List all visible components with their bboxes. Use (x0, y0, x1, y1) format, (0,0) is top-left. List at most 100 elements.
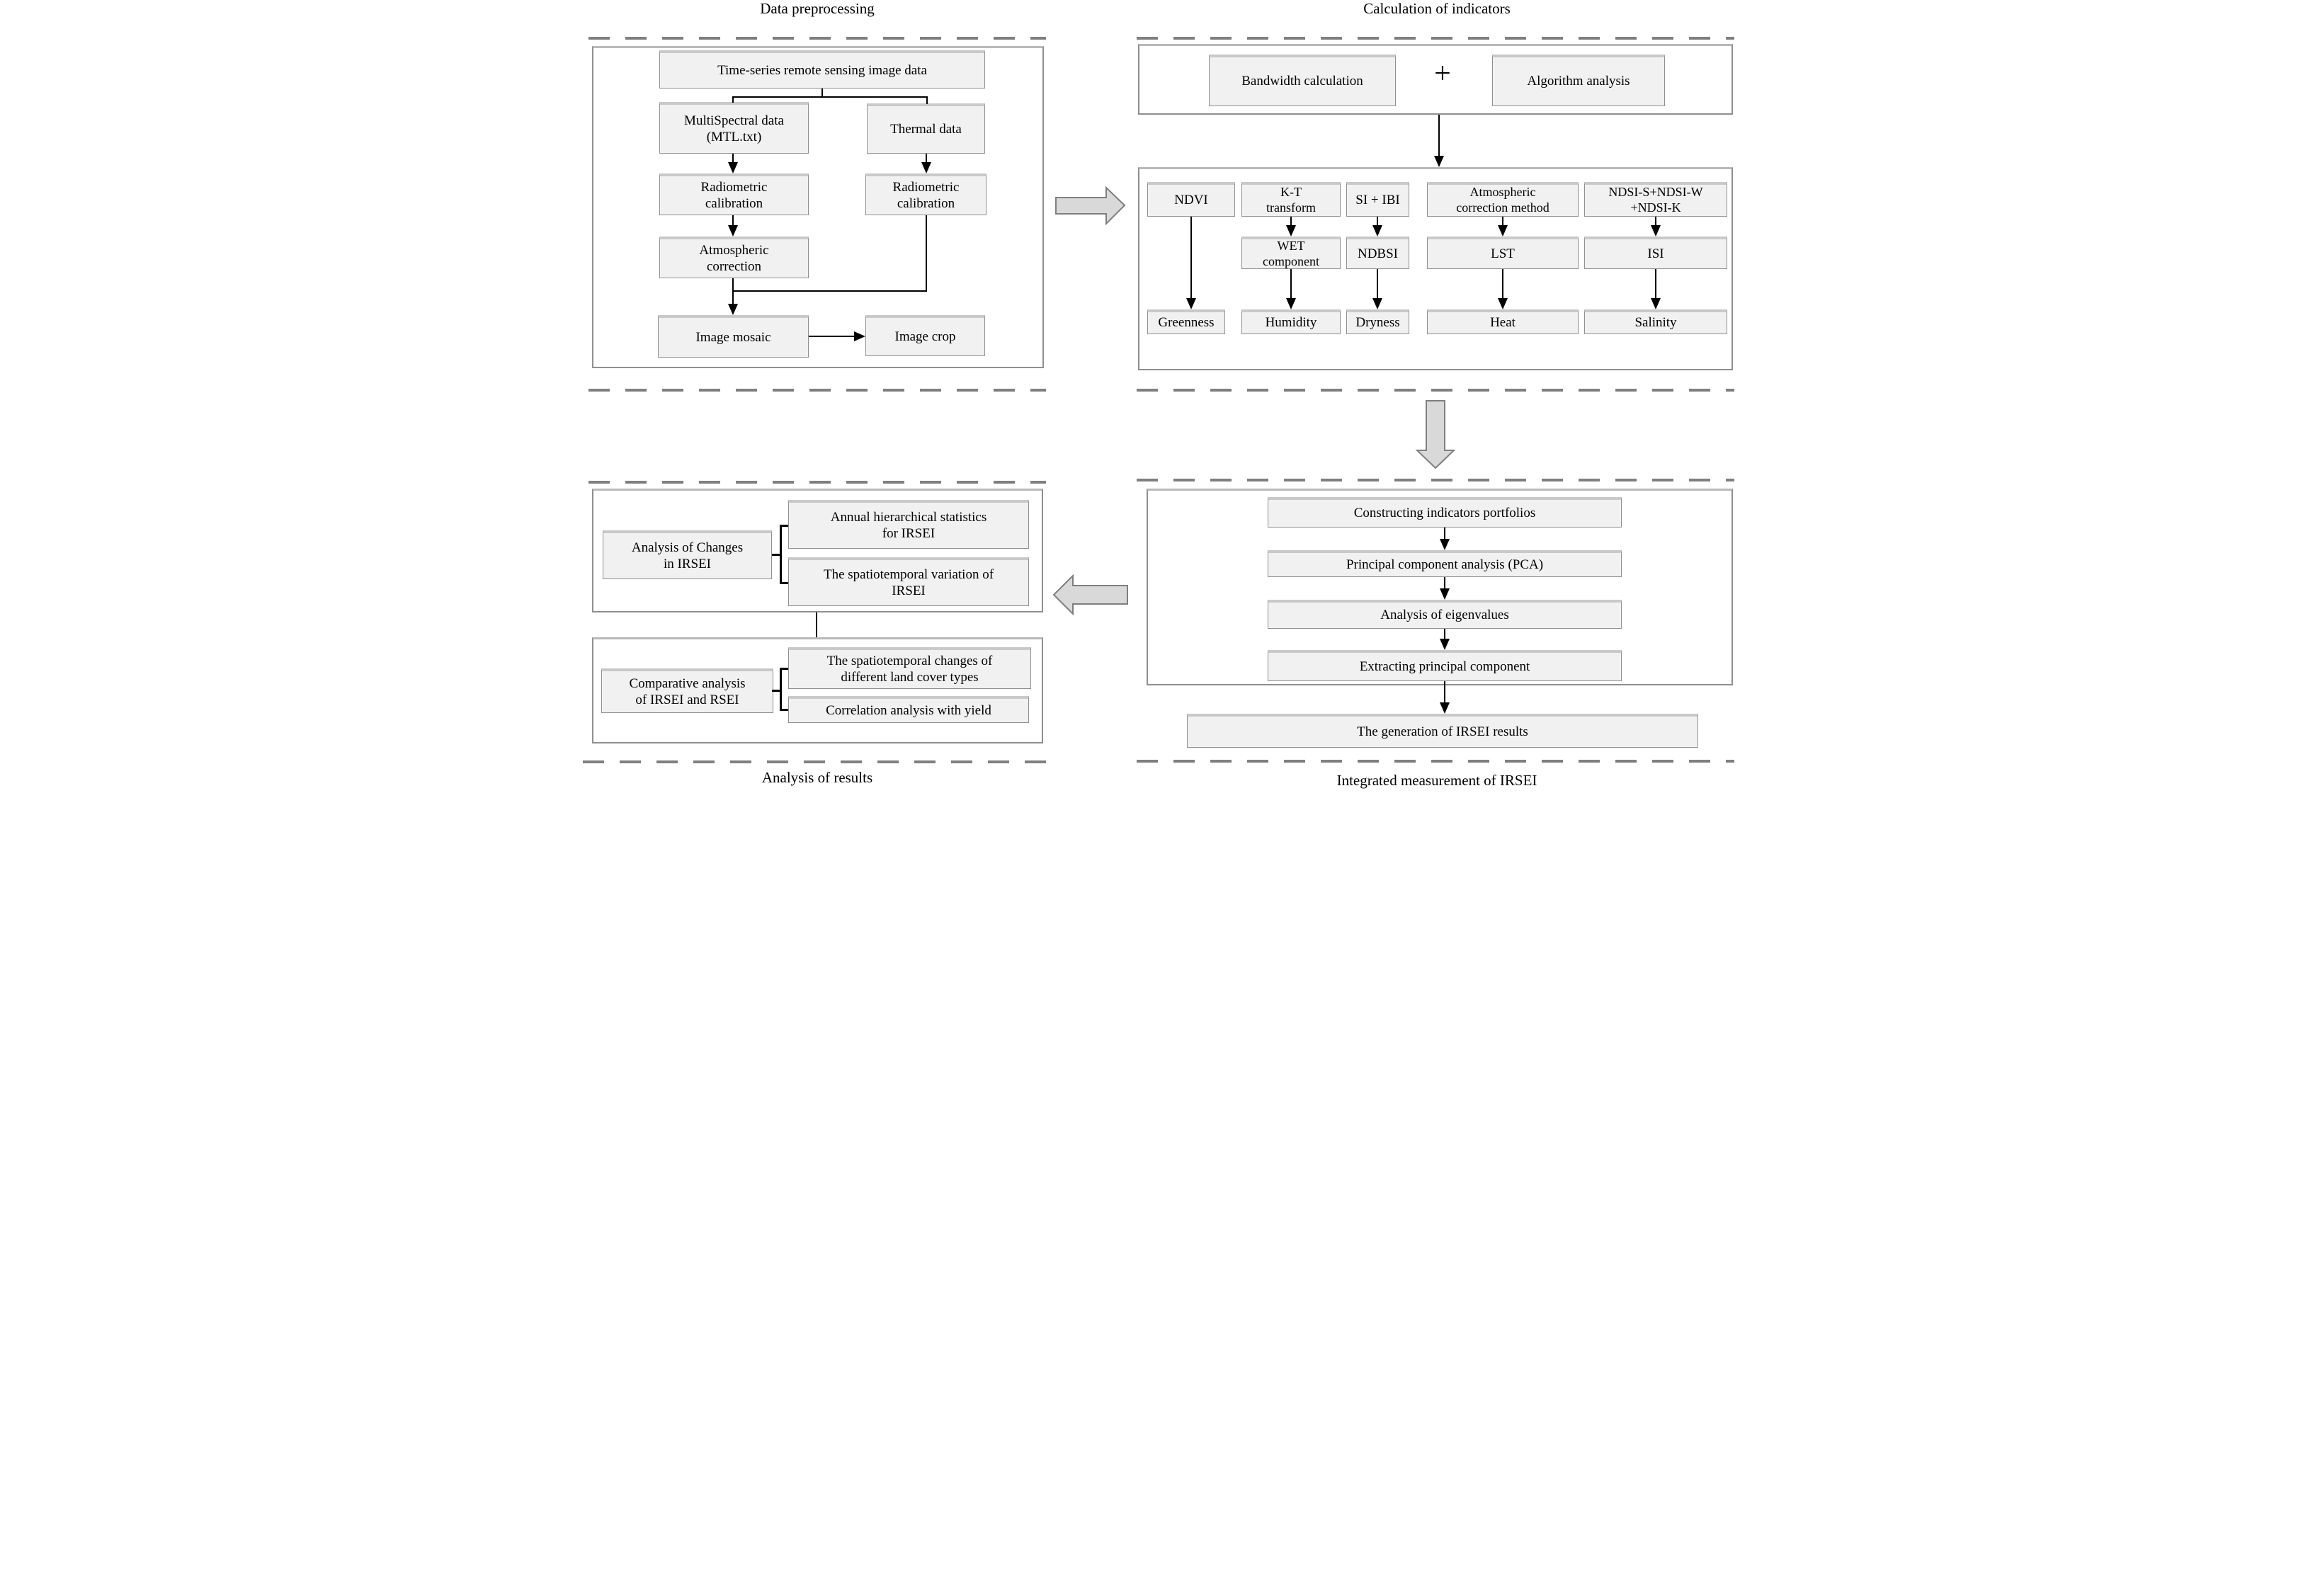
section-title-calculation-of-indicators: Calculation of indicators (1363, 0, 1511, 17)
section-title-data-preprocessing: Data preprocessing (760, 0, 875, 17)
arrowhead-down-icon (921, 162, 931, 173)
dashed-separator-lower-left-upper (588, 481, 1046, 484)
node-salinity: Salinity (1584, 309, 1727, 334)
node-analysis-eigenvalues: Analysis of eigenvalues (1268, 600, 1622, 629)
flow-line (809, 336, 855, 337)
big-arrow-left-icon (1052, 574, 1128, 616)
node-heat: Heat (1427, 309, 1579, 334)
dashed-separator-bottom-left (583, 760, 1047, 763)
big-arrow-right-icon (1055, 186, 1126, 226)
integrated-measurement-container (1147, 489, 1733, 685)
node-pca: Principal component analysis (PCA) (1268, 550, 1622, 577)
node-timeseries-data: Time-series remote sensing image data (659, 50, 985, 89)
bracket-line (780, 709, 788, 711)
node-kt-transform: K-T transform (1241, 182, 1341, 217)
node-comparative-analysis: Comparative analysis of IRSEI and RSEI (601, 668, 773, 713)
arrowhead-down-icon (1498, 298, 1508, 309)
dashed-separator-mid-left (588, 389, 1046, 392)
dashed-separator-mid-right-lower (1137, 479, 1734, 481)
node-dryness: Dryness (1346, 309, 1409, 334)
dashed-separator-top-left (588, 37, 1046, 40)
arrowhead-down-icon (1440, 588, 1450, 600)
dashed-separator-top-right (1137, 37, 1734, 40)
flow-line (1290, 269, 1292, 300)
flow-line (733, 290, 927, 292)
flow-line (732, 154, 734, 164)
flow-line (926, 154, 927, 164)
flow-line (1502, 269, 1503, 300)
arrowhead-down-icon (1498, 225, 1508, 236)
flow-line (1377, 217, 1378, 227)
bandwidth-algorithm-container (1138, 44, 1733, 115)
flow-line (816, 612, 817, 637)
node-image-mosaic: Image mosaic (658, 315, 809, 358)
arrowhead-down-icon (728, 304, 738, 315)
flow-line (1290, 217, 1292, 227)
arrowhead-down-icon (728, 225, 738, 236)
flow-line (1444, 629, 1445, 640)
node-isi: ISI (1584, 236, 1727, 269)
node-ndbsi: NDBSI (1346, 236, 1409, 269)
node-spatiotemporal-changes-landcover: The spatiotemporal changes of different … (788, 647, 1031, 689)
flow-line (1655, 217, 1656, 227)
flow-line (821, 89, 823, 98)
bracket-line (780, 525, 782, 584)
flow-line (732, 96, 928, 98)
arrowhead-down-icon (1286, 298, 1296, 309)
flow-line (1502, 217, 1503, 227)
node-ndvi: NDVI (1147, 182, 1235, 217)
arrowhead-down-icon (1372, 225, 1382, 236)
flow-line (1655, 269, 1656, 300)
node-annual-hierarchical-statistics: Annual hierarchical statistics for IRSEI (788, 500, 1029, 549)
preprocessing-container (592, 46, 1044, 368)
bracket-line (780, 668, 782, 711)
arrowhead-down-icon (1440, 639, 1450, 650)
bracket-line (780, 668, 788, 670)
analysis-changes-container (592, 489, 1043, 612)
arrowhead-down-icon (1434, 156, 1444, 167)
arrowhead-down-icon (1186, 298, 1196, 309)
flow-line (926, 215, 927, 292)
bracket-line (780, 525, 788, 527)
node-wet-component: WET component (1241, 236, 1341, 269)
big-arrow-down-icon (1415, 400, 1456, 469)
node-atmospheric-correction: Atmospheric correction (659, 236, 809, 278)
node-extracting-principal-component: Extracting principal component (1268, 650, 1622, 681)
flow-line (1377, 269, 1378, 300)
comparative-analysis-container (592, 637, 1043, 743)
arrowhead-right-icon (854, 331, 865, 341)
plus-sign: + (1434, 57, 1451, 90)
flowchart-diagram: Data preprocessing Calculation of indica… (580, 0, 1740, 798)
node-thermal-data: Thermal data (867, 103, 985, 154)
flow-line (732, 96, 734, 103)
flow-line (1444, 577, 1445, 590)
bracket-line (772, 554, 780, 556)
bracket-line (772, 690, 780, 692)
flow-line (1438, 115, 1440, 156)
node-si-ibi: SI + IBI (1346, 182, 1409, 217)
node-constructing-portfolios: Constructing indicators portfolios (1268, 497, 1622, 528)
node-radiometric-calibration-right: Radiometric calibration (865, 173, 986, 215)
node-radiometric-calibration-left: Radiometric calibration (659, 173, 809, 215)
dashed-separator-mid-right-upper (1137, 389, 1734, 392)
arrowhead-down-icon (1651, 225, 1661, 236)
arrowhead-down-icon (1440, 539, 1450, 550)
node-lst: LST (1427, 236, 1579, 269)
node-bandwidth-calculation: Bandwidth calculation (1209, 55, 1396, 106)
flow-line (1444, 681, 1445, 704)
node-algorithm-analysis: Algorithm analysis (1492, 55, 1665, 106)
flow-line (1444, 528, 1445, 540)
flow-line (732, 215, 734, 227)
arrowhead-down-icon (1286, 225, 1296, 236)
node-correlation-analysis-yield: Correlation analysis with yield (788, 696, 1029, 723)
arrowhead-down-icon (1372, 298, 1382, 309)
arrowhead-down-icon (1651, 298, 1661, 309)
section-title-analysis-of-results: Analysis of results (761, 769, 873, 786)
node-greenness: Greenness (1147, 309, 1225, 334)
section-title-integrated-measurement: Integrated measurement of IRSEI (1336, 772, 1537, 789)
node-multispectral-data: MultiSpectral data (MTL.txt) (659, 102, 809, 154)
flow-line (1190, 217, 1192, 300)
dashed-separator-bottom-right (1137, 760, 1734, 763)
node-humidity: Humidity (1241, 309, 1341, 334)
flow-line (732, 278, 734, 305)
